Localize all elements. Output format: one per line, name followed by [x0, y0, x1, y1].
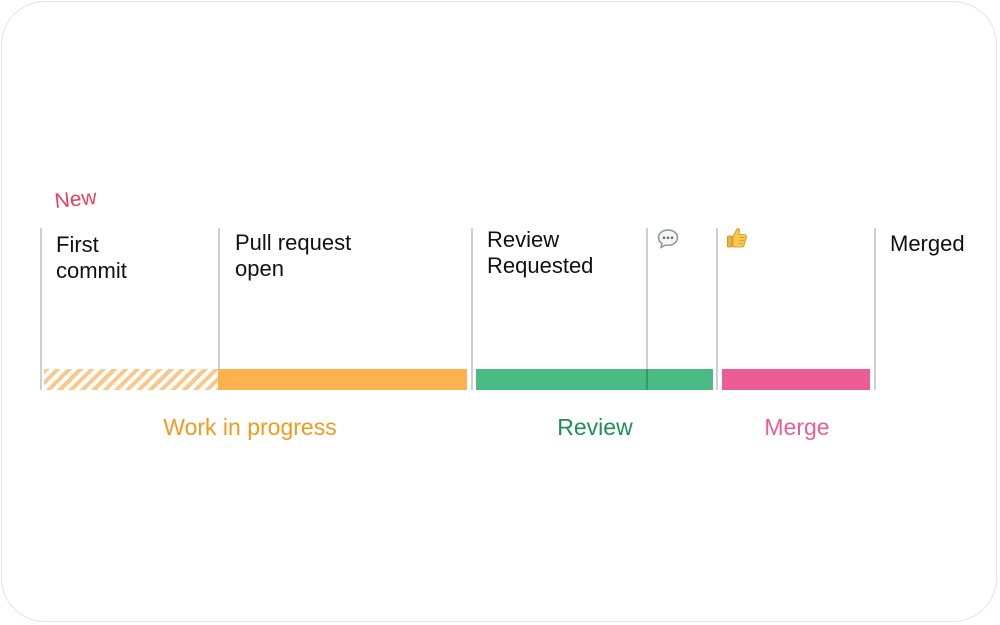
review-bar-divider — [646, 369, 648, 390]
merged-tick — [874, 228, 876, 390]
pull-request-open-tick — [218, 228, 220, 390]
thumbs-up-icon — [727, 228, 747, 248]
new-tag: New — [53, 185, 98, 214]
review-bar — [476, 369, 713, 390]
first-commit-tick — [40, 228, 42, 390]
review-requested-label: Review Requested — [487, 227, 594, 278]
approve-tick — [716, 228, 718, 390]
comment-tick — [646, 228, 648, 390]
speech-bubble-icon — [657, 229, 679, 249]
work-in-progress-label: Work in progress — [163, 414, 337, 440]
work-in-progress-bar — [218, 369, 467, 390]
first-commit-hatched-segment — [44, 369, 218, 390]
merged-label: Merged — [890, 231, 965, 256]
pull-request-open-label: Pull request open — [235, 230, 352, 281]
first-commit-label: First commit — [56, 232, 127, 283]
merge-label: Merge — [764, 414, 830, 440]
review-label: Review — [557, 414, 633, 440]
merge-bar — [722, 369, 870, 390]
review-requested-tick — [471, 228, 473, 390]
